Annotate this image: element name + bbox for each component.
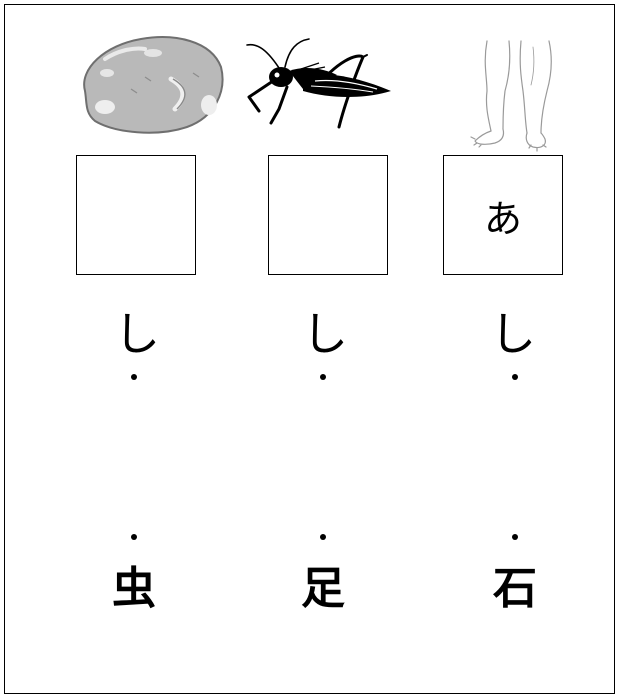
match-dot-bottom-3[interactable] [512,534,518,540]
legs-icon [470,40,552,152]
answer-box-2[interactable] [268,155,388,275]
match-dot-bottom-2[interactable] [320,534,326,540]
match-dot-top-2[interactable] [320,374,326,380]
worksheet: あ し し し 虫 足 石 [4,4,615,694]
cricket-icon [246,38,391,129]
match-dot-bottom-1[interactable] [131,534,137,540]
match-dot-top-1[interactable] [131,374,137,380]
kanji-1: 虫 [112,563,156,614]
reading-2: し [302,307,348,361]
match-dot-top-3[interactable] [512,374,518,380]
kanji-3: 石 [493,563,537,614]
answer-box-3[interactable]: あ [443,155,563,275]
answer-box-1[interactable] [76,155,196,275]
reading-1: し [114,307,160,361]
kanji-2: 足 [301,563,345,614]
stone-icon [83,36,224,134]
reading-3: し [490,307,536,361]
